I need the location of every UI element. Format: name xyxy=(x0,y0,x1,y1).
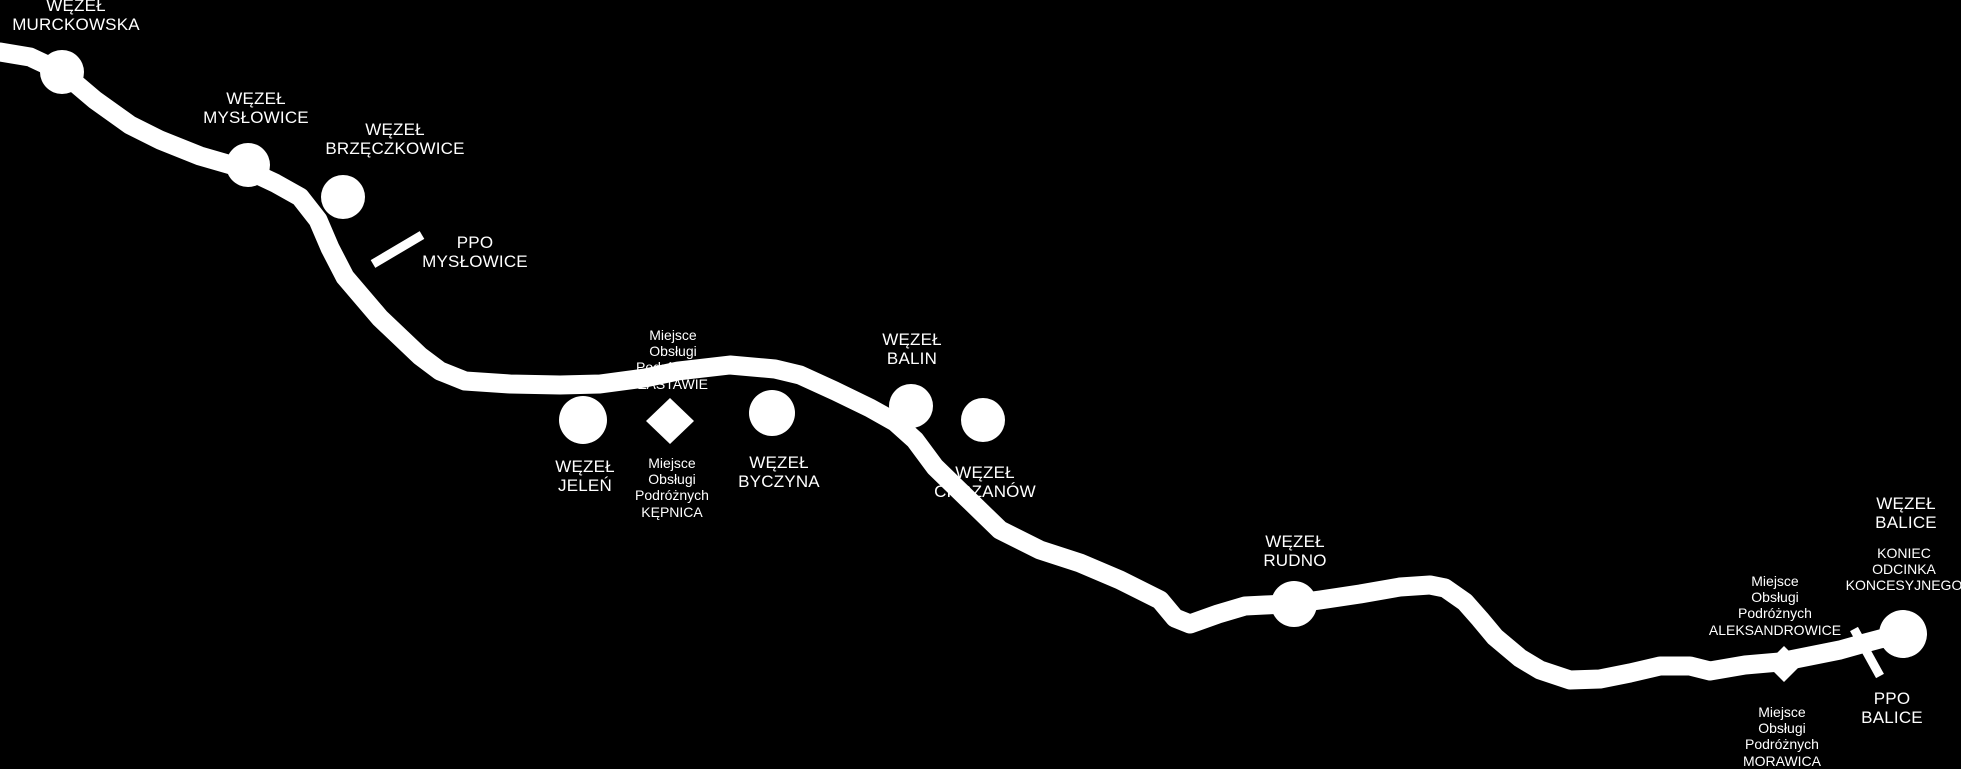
service-area-zastawie-kepnica-marker xyxy=(646,398,694,444)
junction-brzeczkowice-marker xyxy=(321,175,365,219)
junction-balin-marker xyxy=(889,384,933,428)
junction-murckowska-marker xyxy=(40,50,84,94)
junction-balice-marker xyxy=(1879,610,1927,658)
junction-rudno-marker xyxy=(1271,581,1317,627)
service-area-aleksandrowice-morawica-marker xyxy=(1766,646,1802,682)
motorway-route-line xyxy=(0,42,1908,690)
junction-byczyna-marker xyxy=(749,390,795,436)
toll-gate-balice-marker xyxy=(1850,626,1884,679)
toll-gate-myslowice-marker xyxy=(370,231,425,268)
junction-jelen-marker xyxy=(559,396,607,444)
junction-myslowice-marker xyxy=(226,143,270,187)
junction-chrzanow-marker xyxy=(961,398,1005,442)
